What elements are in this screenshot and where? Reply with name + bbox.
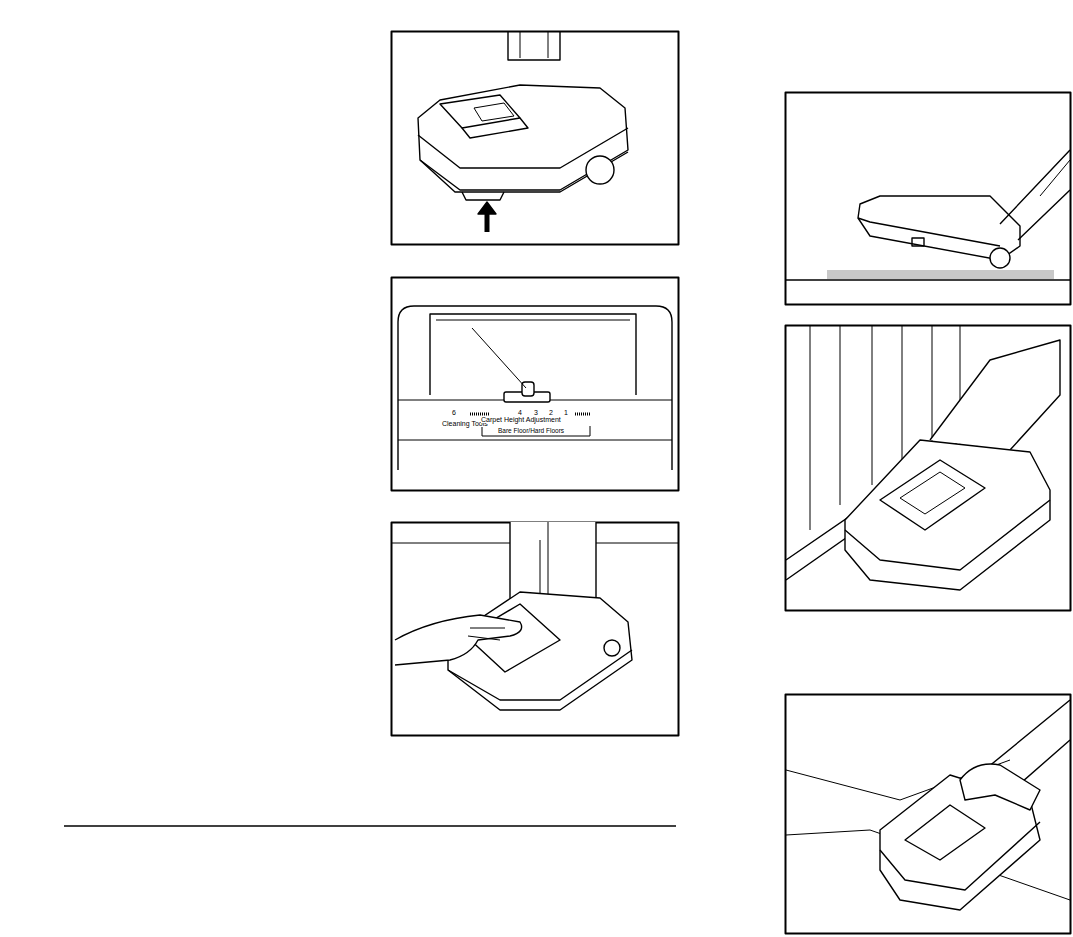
panel-nozzle-front bbox=[392, 31, 679, 245]
dial-label: Bare Floor/Hard Floors bbox=[498, 428, 564, 435]
divider-rule bbox=[64, 825, 676, 827]
panel-side-view bbox=[786, 93, 1071, 305]
panel-wall-edge bbox=[786, 326, 1071, 611]
dial-label: 1 bbox=[564, 409, 568, 416]
dial-label: 4 bbox=[518, 409, 522, 416]
panel-height-dial bbox=[392, 278, 679, 491]
panel-handle-grip bbox=[786, 695, 1071, 934]
dial-label: 3 bbox=[534, 409, 538, 416]
dial-label: Carpet Height Adjustment bbox=[481, 416, 561, 423]
dial-label: 6 bbox=[452, 409, 456, 416]
dial-label: 2 bbox=[549, 409, 553, 416]
panel-hand-adjust bbox=[392, 522, 679, 736]
